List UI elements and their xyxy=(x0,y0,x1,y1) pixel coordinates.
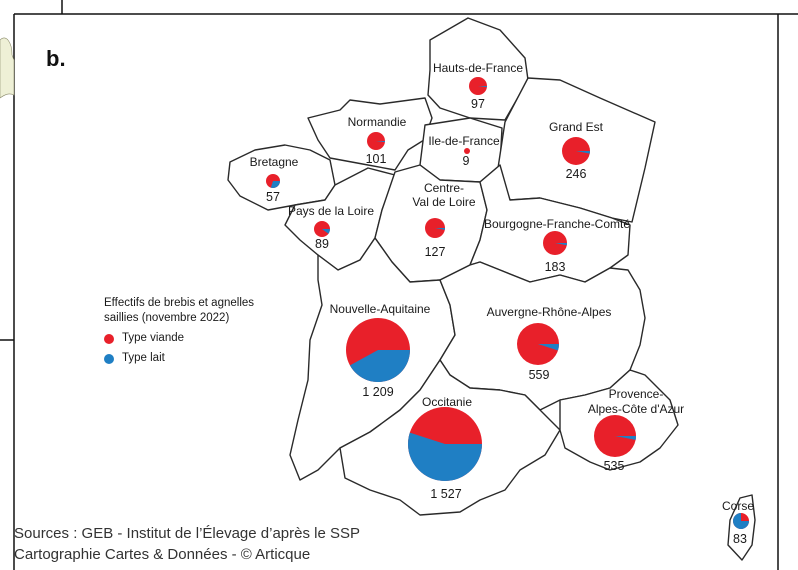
region-value-normandie: 101 xyxy=(366,152,387,166)
region-label-bourgogne-franche-comte: Bourgogne-Franche-Comté xyxy=(484,217,630,231)
legend-swatch-dairy xyxy=(104,353,114,364)
region-symbol-occitanie: Occitanie 1 527 xyxy=(408,395,482,501)
region-label-normandie: Normandie xyxy=(348,115,407,129)
pie-meat-ile-de-france xyxy=(464,148,470,154)
region-value-hauts-de-france: 97 xyxy=(471,97,485,111)
pie-dairy-grand-est xyxy=(576,151,590,154)
pie-dairy-provence-alpes-cote-d-azur xyxy=(615,436,636,440)
region-label-pays-de-la-loire: Pays de la Loire xyxy=(288,204,374,218)
pie-dairy-bourgogne-franche-comte xyxy=(555,243,567,246)
pie-dairy-hauts-de-france xyxy=(478,86,487,88)
region-symbol-corse: Corse 83 xyxy=(722,499,754,546)
region-label-bretagne: Bretagne xyxy=(250,155,299,169)
region-symbol-normandie: Normandie 101 xyxy=(348,115,407,166)
region-shape-hauts-de-france xyxy=(427,17,529,121)
neighbor-map-fragment xyxy=(0,37,15,99)
pie-dairy-normandie xyxy=(376,141,385,143)
region-value-occitanie: 1 527 xyxy=(430,487,461,501)
region-label-corse: Corse xyxy=(722,499,754,513)
region-value-ile-de-france: 9 xyxy=(463,154,470,168)
region-label-nouvelle-aquitaine: Nouvelle-Aquitaine xyxy=(330,302,431,316)
pie-dairy-corse xyxy=(733,513,749,529)
region-symbol-bretagne: Bretagne 57 xyxy=(250,155,299,204)
region-symbol-centre-val-de-loire: Centre-Val de Loire 127 xyxy=(412,181,475,259)
region-symbol-provence-alpes-cote-d-azur: Provence-Alpes-Côte d'Azur 535 xyxy=(588,387,684,473)
legend: Effectifs de brebis et agnelles saillies… xyxy=(104,296,279,366)
legend-item-dairy: Type lait xyxy=(104,351,279,366)
region-label-auvergne-rhone-alpes: Auvergne-Rhône-Alpes xyxy=(487,305,612,319)
pie-dairy-nouvelle-aquitaine xyxy=(349,350,410,382)
region-value-nouvelle-aquitaine: 1 209 xyxy=(362,385,393,399)
region-label-centre-val-de-loire: Centre-Val de Loire xyxy=(412,181,475,209)
legend-label-meat: Type viande xyxy=(122,332,185,344)
pie-dairy-centre-val-de-loire xyxy=(435,228,445,230)
region-symbol-ile-de-france: Ile-de-France 9 xyxy=(428,134,500,168)
region-value-bretagne: 57 xyxy=(266,190,280,204)
sources-block: Sources : GEB - Institut de l’Élevage d’… xyxy=(14,523,360,565)
legend-title: Effectifs de brebis et agnelles saillies… xyxy=(104,297,255,324)
region-label-ile-de-france: Ile-de-France xyxy=(428,134,500,148)
region-symbol-grand-est: Grand Est 246 xyxy=(549,120,604,181)
panel-label: b. xyxy=(46,46,66,71)
region-value-bourgogne-franche-comte: 183 xyxy=(545,260,566,274)
region-label-occitanie: Occitanie xyxy=(422,395,472,409)
pie-dairy-bretagne xyxy=(270,181,280,188)
region-value-grand-est: 246 xyxy=(566,167,587,181)
legend-label-dairy: Type lait xyxy=(122,352,165,364)
sources-line: Sources : GEB - Institut de l’Élevage d’… xyxy=(14,525,361,542)
region-value-corse: 83 xyxy=(733,532,747,546)
legend-swatch-meat xyxy=(104,333,114,344)
region-shape-ile-de-france xyxy=(419,117,503,183)
region-symbol-bourgogne-franche-comte: Bourgogne-Franche-Comté 183 xyxy=(484,217,630,274)
region-value-provence-alpes-cote-d-azur: 535 xyxy=(604,459,625,473)
region-value-auvergne-rhone-alpes: 559 xyxy=(529,368,550,382)
region-symbol-auvergne-rhone-alpes: Auvergne-Rhône-Alpes 559 xyxy=(487,305,612,382)
region-symbol-pays-de-la-loire: Pays de la Loire 89 xyxy=(288,204,374,251)
pie-dairy-auvergne-rhone-alpes xyxy=(538,344,559,351)
region-label-provence-alpes-cote-d-azur: Provence-Alpes-Côte d'Azur xyxy=(588,387,684,416)
region-label-hauts-de-france: Hauts-de-France xyxy=(433,61,523,75)
region-label-grand-est: Grand Est xyxy=(549,120,604,134)
legend-item-meat: Type viande xyxy=(104,331,279,346)
region-symbol-nouvelle-aquitaine: Nouvelle-Aquitaine 1 209 xyxy=(330,302,431,399)
pie-dairy-pays-de-la-loire xyxy=(322,229,330,234)
pie-dairy-occitanie xyxy=(408,432,482,481)
region-symbol-hauts-de-france: Hauts-de-France 97 xyxy=(433,61,523,111)
region-value-pays-de-la-loire: 89 xyxy=(315,237,329,251)
region-value-centre-val-de-loire: 127 xyxy=(425,245,446,259)
credits-line: Cartographie Cartes & Données - © Articq… xyxy=(14,546,311,563)
